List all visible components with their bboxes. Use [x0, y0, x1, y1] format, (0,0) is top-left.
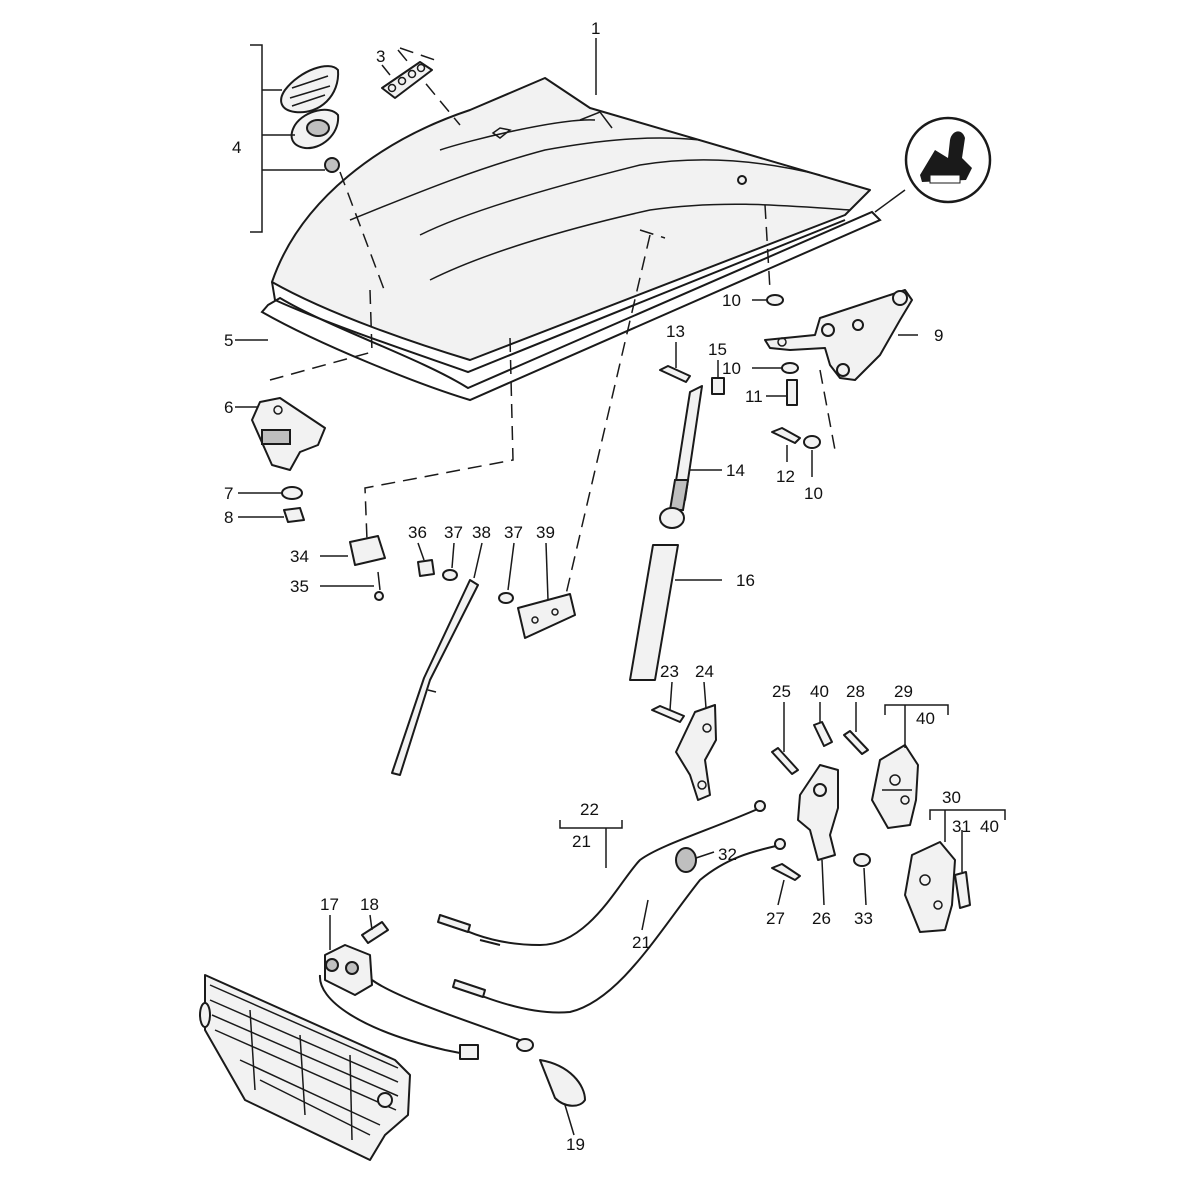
callout-40-lock29: 40 — [916, 709, 935, 728]
callout-13: 13 — [666, 322, 685, 341]
crest-gasket — [290, 108, 340, 150]
callout-11: 11 — [745, 387, 763, 406]
callout-17: 17 — [320, 895, 339, 914]
grommet-32 — [675, 847, 697, 873]
callout-28: 28 — [846, 682, 865, 701]
hood-lid — [271, 77, 871, 374]
callout-1: 1 — [591, 19, 600, 38]
callout-35: 35 — [290, 577, 309, 596]
pin-25 — [771, 747, 799, 775]
hinge-fasteners — [766, 294, 821, 449]
callout-19: 19 — [566, 1135, 585, 1154]
release-handle-19 — [539, 1059, 586, 1107]
callout-39: 39 — [536, 523, 555, 542]
callout-16: 16 — [736, 571, 755, 590]
washer-33 — [853, 853, 871, 867]
washer-7 — [281, 486, 303, 500]
bolt-27 — [771, 863, 801, 881]
lock-30 — [904, 841, 956, 933]
callout-38: 38 — [472, 523, 491, 542]
holder-screw — [374, 571, 384, 601]
crest-emblem — [280, 65, 340, 114]
callout-30: 30 — [942, 788, 961, 807]
grease-lubrication-icon — [874, 116, 992, 213]
bolt-23 — [651, 705, 685, 723]
washer-37-right — [498, 592, 514, 604]
callout-26: 26 — [812, 909, 831, 928]
callout-21-lower: 21 — [632, 933, 651, 952]
lock-29 — [871, 744, 919, 829]
leader-lines — [235, 38, 1006, 1136]
key-cylinder-31 — [954, 871, 971, 909]
lock-carrier-26 — [797, 764, 839, 861]
callout-8: 8 — [224, 508, 233, 527]
release-lever-17 — [324, 944, 373, 996]
callout-10-bottom: 10 — [804, 484, 823, 503]
callout-36: 36 — [408, 523, 427, 542]
callout-12: 12 — [776, 467, 795, 486]
callout-10-top: 10 — [722, 291, 741, 310]
callout-7: 7 — [224, 484, 233, 503]
callout-32: 32 — [718, 845, 737, 864]
callout-40-lock30: 40 — [980, 817, 999, 836]
hood-hinge — [764, 289, 913, 381]
callout-9: 9 — [934, 326, 943, 345]
front-grille — [199, 974, 411, 1161]
callout-18: 18 — [360, 895, 379, 914]
release-cable-upper — [437, 800, 766, 947]
support-rod — [391, 579, 479, 776]
clip-40 — [813, 721, 833, 747]
callout-23: 23 — [660, 662, 679, 681]
nut-8 — [283, 507, 305, 523]
callout-24: 24 — [695, 662, 714, 681]
callout-6: 6 — [224, 398, 233, 417]
strut-clip — [711, 377, 725, 395]
reference-lines — [269, 47, 836, 621]
callout-14-clip: 15 — [708, 340, 727, 359]
nut-36 — [417, 559, 435, 577]
rod-holder — [349, 535, 386, 566]
callout-29: 29 — [894, 682, 913, 701]
callout-37-right: 37 — [504, 523, 523, 542]
hood-seal — [260, 210, 882, 402]
release-wire — [318, 974, 534, 1060]
release-cable-lower — [452, 838, 786, 1014]
lock-bracket-24 — [675, 704, 717, 801]
rod-bracket — [517, 593, 576, 639]
washer-37-left — [442, 569, 458, 581]
callout-25: 25 — [772, 682, 791, 701]
clip-strip — [381, 61, 433, 99]
callout-10-middle: 10 — [722, 359, 741, 378]
callout-22: 22 — [580, 800, 599, 819]
striker-plate — [251, 397, 326, 471]
callout-14: 14 — [726, 461, 745, 480]
crest-nut — [324, 157, 340, 173]
bolt-18 — [361, 921, 389, 944]
callout-31: 31 — [952, 817, 971, 836]
callout-27: 27 — [766, 909, 785, 928]
callout-33: 33 — [854, 909, 873, 928]
callout-21-upper: 21 — [572, 832, 591, 851]
callout-3: 3 — [376, 47, 385, 66]
callout-labels: 1 3 4 5 6 7 8 9 10 10 10 11 12 13 15 14 … — [224, 19, 999, 1154]
callout-40-clip: 40 — [810, 682, 829, 701]
callout-5: 5 — [224, 331, 233, 350]
gas-strut — [659, 385, 703, 529]
strut-bolt — [659, 365, 691, 383]
callout-4: 4 — [232, 138, 241, 157]
pin-28 — [843, 730, 869, 755]
callout-34: 34 — [290, 547, 309, 566]
strut-sleeve — [629, 544, 679, 681]
callout-37-left: 37 — [444, 523, 463, 542]
